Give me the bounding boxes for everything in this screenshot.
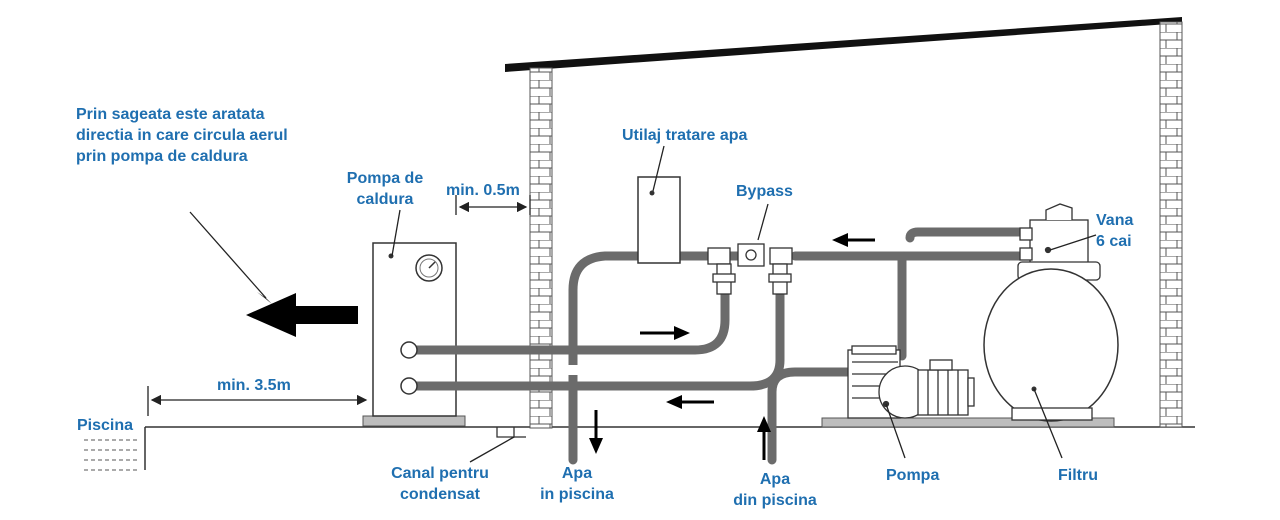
water-to-pool-label: Apa in piscina (522, 463, 632, 505)
flow-arrows (246, 233, 875, 460)
filter-tank (983, 261, 1119, 422)
heat-pump-base (362, 415, 466, 427)
water-to-pool-label-line2: in piscina (540, 486, 614, 503)
min-05m-label: min. 0.5m (446, 182, 520, 199)
heat-pump-label-line1: Pompa de (346, 170, 424, 187)
roof (505, 17, 1182, 72)
equipment-base (821, 417, 1115, 428)
leader-lines (189, 145, 1097, 463)
condensate-label: Canal pentru condensat (370, 463, 510, 505)
pump-unit (847, 345, 975, 419)
six-way-valve-label-line2: 6 cai (1096, 233, 1132, 250)
condensate-label-line2: condensat (399, 486, 480, 503)
six-way-valve-label-line1: Vana (1096, 212, 1134, 229)
pipes (407, 227, 1025, 465)
pump-label: Pompa (886, 467, 940, 484)
heat-pump-label-line2: caldura (356, 191, 414, 208)
water-to-pool-label-line1: Apa (561, 465, 593, 482)
pool-label: Piscina (77, 417, 134, 434)
min-35m-label: min. 3.5m (217, 377, 291, 394)
condensate-channel (496, 427, 515, 438)
six-way-valve-label: Vana 6 cai (1096, 210, 1133, 252)
water-from-pool-label-line1: Apa (759, 471, 791, 488)
water-from-pool-label-line2: din piscina (733, 492, 817, 509)
six-way-valve (1019, 203, 1089, 265)
brick-wall-right (1159, 21, 1183, 428)
heat-pump-label: Pompa de caldura (330, 168, 440, 210)
bypass-label: Bypass (736, 183, 793, 200)
pool-edge (84, 427, 146, 471)
filter-label: Filtru (1058, 467, 1098, 484)
water-from-pool-label: Apa din piscina (720, 469, 830, 511)
dimension-lines (147, 195, 531, 416)
water-treatment-label: Utilaj tratare apa (622, 127, 748, 144)
brick-wall-left (529, 67, 553, 429)
bypass-valves (707, 243, 793, 295)
condensate-label-line1: Canal pentru (391, 465, 489, 482)
water-treatment-unit (637, 176, 681, 264)
air-direction-note: Prin sageata este aratata directia in ca… (76, 106, 288, 165)
